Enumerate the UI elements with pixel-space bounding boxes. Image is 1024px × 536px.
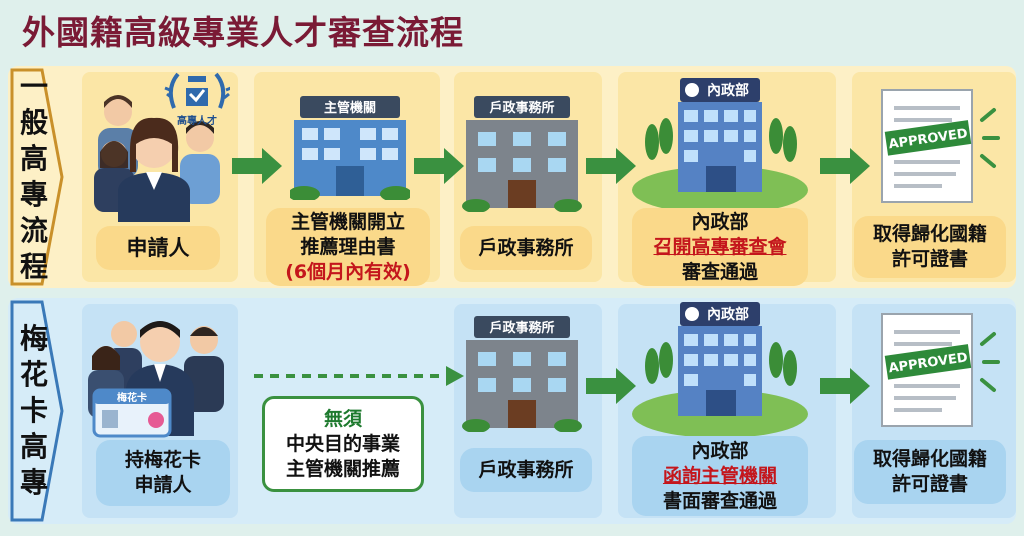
household-office-building-icon: 戶政事務所 xyxy=(462,96,582,212)
applicant-group-icon xyxy=(94,95,220,222)
plum-card-label: 梅花卡 xyxy=(117,391,147,404)
badge-text: 高專人才 xyxy=(177,114,217,127)
row-label-plum-card: 梅花卡高專 xyxy=(19,322,48,499)
step-plum-card-applicant: 持梅花卡 申請人 xyxy=(96,440,230,506)
interior-ministry-sign: 內政部 xyxy=(707,82,749,99)
step-household-office: 戶政事務所 xyxy=(460,226,592,270)
approved-certificate-icon: APPROVED xyxy=(881,313,1000,427)
flow-arrow xyxy=(586,368,636,404)
step-no-recommendation-needed: 無須 中央目的事業 主管機關推薦 xyxy=(262,396,424,492)
interior-ministry-building-icon: 內政部 xyxy=(632,302,808,438)
step-applicant: 申請人 xyxy=(96,226,220,270)
competent-authority-sign: 主管機關 xyxy=(324,100,376,116)
interior-ministry-building-icon: 內政部 xyxy=(632,78,808,214)
row-label-general: 一般高專流程 xyxy=(19,70,48,283)
step-household-office: 戶政事務所 xyxy=(460,448,592,492)
flow-arrow xyxy=(586,148,636,184)
interior-ministry-sign: 內政部 xyxy=(707,306,749,323)
dashed-skip-arrow xyxy=(254,366,464,386)
competent-authority-building-icon: 主管機關 xyxy=(290,96,410,200)
plum-card-applicant-group-icon: 梅花卡 xyxy=(88,321,224,438)
household-office-building-icon: 戶政事務所 xyxy=(462,316,582,432)
row-label-arrow-shape xyxy=(10,68,64,286)
step-interior-ministry-review: 內政部 召開高專審查會 審查通過 xyxy=(632,208,808,286)
page-title: 外國籍高級專業人才審查流程 xyxy=(22,13,464,52)
flow-arrow xyxy=(820,148,870,184)
flow-arrow xyxy=(820,368,870,404)
household-office-sign: 戶政事務所 xyxy=(489,320,554,336)
step-interior-ministry-written-review: 內政部 函詢主管機關 書面審查通過 xyxy=(632,436,808,516)
approved-certificate-icon: APPROVED xyxy=(881,89,1000,203)
talent-badge-icon: 高專人才 xyxy=(164,72,230,127)
step-authority-recommendation: 主管機關開立 推薦理由書 (6個月內有效) xyxy=(266,208,430,286)
step-naturalization-permit: 取得歸化國籍 許可證書 xyxy=(854,216,1006,278)
row-label-arrow-shape xyxy=(10,300,64,522)
flow-arrow xyxy=(232,148,282,184)
flow-arrow xyxy=(414,148,464,184)
step-naturalization-permit: 取得歸化國籍 許可證書 xyxy=(854,440,1006,504)
household-office-sign: 戶政事務所 xyxy=(489,100,554,116)
